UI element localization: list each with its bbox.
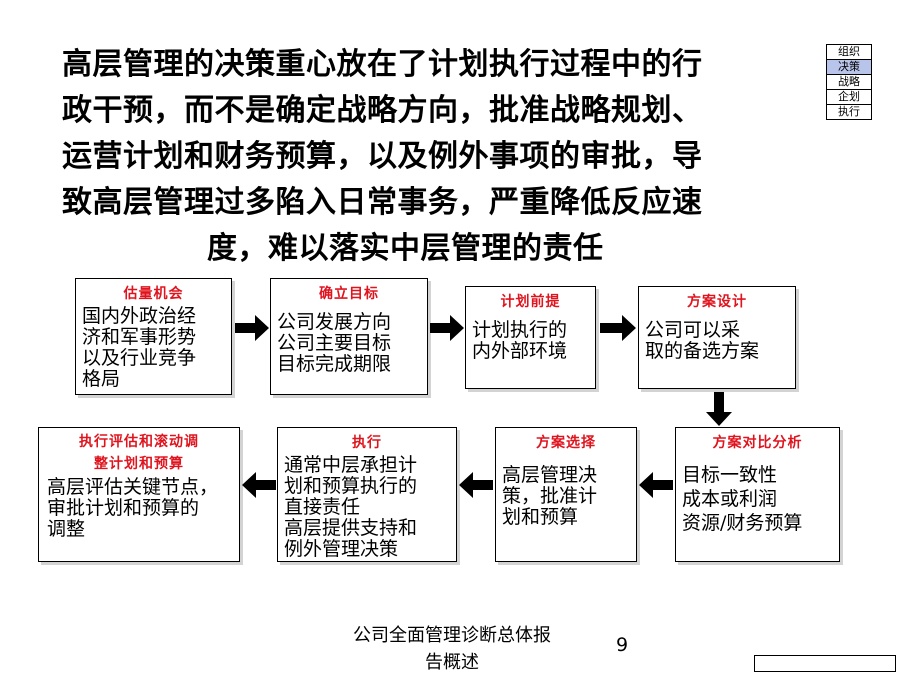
step-box-set-goals: 确立目标 公司发展方向 公司主要目标 目标完成期限 bbox=[270, 278, 428, 395]
step-header: 确立目标 bbox=[319, 286, 379, 302]
step-body-line: 格局 bbox=[82, 368, 121, 390]
step-body-line: 公司可以采 bbox=[645, 319, 741, 341]
step-body-line: 划和预算执行的 bbox=[284, 475, 418, 497]
arrow-left-icon bbox=[639, 472, 673, 498]
step-header: 方案对比分析 bbox=[712, 435, 803, 451]
arrow-left-icon bbox=[242, 472, 276, 498]
step-box-evaluation: 执行评估和滚动调 整计划和预算 高层评估关键节点， 审批计划和预算的 调整 bbox=[38, 427, 240, 562]
title-line: 致高层管理过多陷入日常事务，严重降低反应速 bbox=[62, 185, 703, 220]
step-body: 计划执行的 内外部环境 bbox=[466, 314, 595, 362]
step-box-plan-comparison: 方案对比分析 目标一致性 成本或利润 资源/财务预算 bbox=[675, 427, 840, 562]
title-line: 高层管理的决策重心放在了计划执行过程中的行 bbox=[62, 47, 703, 82]
step-body-line: 高层管理决 bbox=[502, 464, 598, 486]
step-body: 高层管理决 策，批准计 划和预算 bbox=[496, 455, 636, 528]
step-header: 执行 bbox=[352, 435, 382, 451]
arrow-left-icon bbox=[459, 472, 493, 498]
step-body-line: 例外管理决策 bbox=[284, 538, 399, 560]
arrow-right-icon bbox=[430, 315, 464, 341]
nav-item-org[interactable]: 组织 bbox=[827, 45, 871, 60]
step-header: 方案选择 bbox=[536, 435, 596, 451]
step-body-line: 资源/财务预算 bbox=[682, 512, 803, 534]
footer-line: 告概述 bbox=[425, 652, 479, 673]
footer-line: 公司全面管理诊断总体报 bbox=[353, 625, 551, 646]
nav-item-strategy[interactable]: 战略 bbox=[827, 75, 871, 90]
nav-item-execution[interactable]: 执行 bbox=[838, 105, 860, 118]
title-line: 政干预，而不是确定战略方向，批准战略规划、 bbox=[62, 93, 703, 128]
footer-box bbox=[754, 655, 896, 672]
step-box-planning-premise: 计划前提 计划执行的 内外部环境 bbox=[465, 286, 596, 389]
step-body-line: 目标完成期限 bbox=[277, 353, 392, 375]
step-body-line: 济和军事形势 bbox=[82, 326, 197, 348]
step-header: 方案设计 bbox=[687, 294, 747, 310]
step-body-line: 成本或利润 bbox=[682, 488, 778, 510]
step-body-line: 以及行业竞争 bbox=[82, 347, 197, 369]
step-body-line: 目标一致性 bbox=[682, 464, 778, 486]
step-body-line: 审批计划和预算的 bbox=[47, 497, 200, 519]
step-body-line: 公司发展方向 bbox=[277, 311, 392, 333]
step-body-line: 内外部环境 bbox=[472, 340, 568, 362]
step-body-line: 策，批准计 bbox=[502, 485, 598, 507]
step-body-line: 高层提供支持和 bbox=[284, 517, 418, 539]
title-line: 度，难以落实中层管理的责任 bbox=[207, 231, 604, 266]
step-header: 执行评估和滚动调 整计划和预算 bbox=[39, 428, 239, 475]
step-body: 国内外政治经 济和军事形势 以及行业竞争 格局 bbox=[76, 306, 231, 390]
step-body: 公司可以采 取的备选方案 bbox=[639, 314, 795, 362]
step-header-line: 整计划和预算 bbox=[94, 456, 184, 472]
step-header-line: 执行评估和滚动调 bbox=[79, 434, 199, 450]
arrow-right-icon bbox=[235, 315, 269, 341]
step-body-line: 取的备选方案 bbox=[645, 340, 760, 362]
title-line: 运营计划和财务预算，以及例外事项的审批，导 bbox=[62, 139, 703, 174]
nav-item-planning[interactable]: 企划 bbox=[827, 90, 871, 105]
step-body-line: 计划执行的 bbox=[472, 319, 568, 341]
step-header: 估量机会 bbox=[123, 286, 184, 302]
step-body-line: 高层评估关键节点， bbox=[47, 476, 219, 498]
step-body-line: 直接责任 bbox=[284, 496, 361, 518]
step-body: 目标一致性 成本或利润 资源/财务预算 bbox=[676, 455, 839, 535]
step-box-plan-design: 方案设计 公司可以采 取的备选方案 bbox=[638, 286, 796, 389]
arrow-down-icon bbox=[706, 392, 732, 426]
step-box-plan-selection: 方案选择 高层管理决 策，批准计 划和预算 bbox=[495, 427, 637, 562]
step-body-line: 国内外政治经 bbox=[82, 305, 197, 327]
step-body: 高层评估关键节点， 审批计划和预算的 调整 bbox=[39, 475, 239, 540]
step-box-execution: 执行 通常中层承担计 划和预算执行的 直接责任 高层提供支持和 例外管理决策 bbox=[277, 427, 457, 562]
step-body: 公司发展方向 公司主要目标 目标完成期限 bbox=[271, 306, 427, 375]
page-title: 高层管理的决策重心放在了计划执行过程中的行 政干预，而不是确定战略方向，批准战略… bbox=[62, 42, 804, 272]
arrow-right-icon bbox=[600, 315, 636, 341]
step-body: 通常中层承担计 划和预算执行的 直接责任 高层提供支持和 例外管理决策 bbox=[278, 455, 456, 560]
step-body-line: 划和预算 bbox=[502, 506, 579, 528]
step-body-line: 公司主要目标 bbox=[277, 332, 392, 354]
step-header: 计划前提 bbox=[500, 294, 561, 310]
step-body-line: 通常中层承担计 bbox=[284, 454, 418, 476]
section-nav: 组织 决策 战略 企划 执行 bbox=[826, 44, 872, 120]
nav-item-decision[interactable]: 决策 bbox=[827, 60, 871, 75]
page-number: 9 bbox=[616, 634, 629, 656]
step-body-line: 调整 bbox=[47, 518, 86, 540]
footer-text: 公司全面管理诊断总体报 告概述 bbox=[322, 622, 582, 676]
step-box-assess-opportunity: 估量机会 国内外政治经 济和军事形势 以及行业竞争 格局 bbox=[75, 278, 232, 395]
